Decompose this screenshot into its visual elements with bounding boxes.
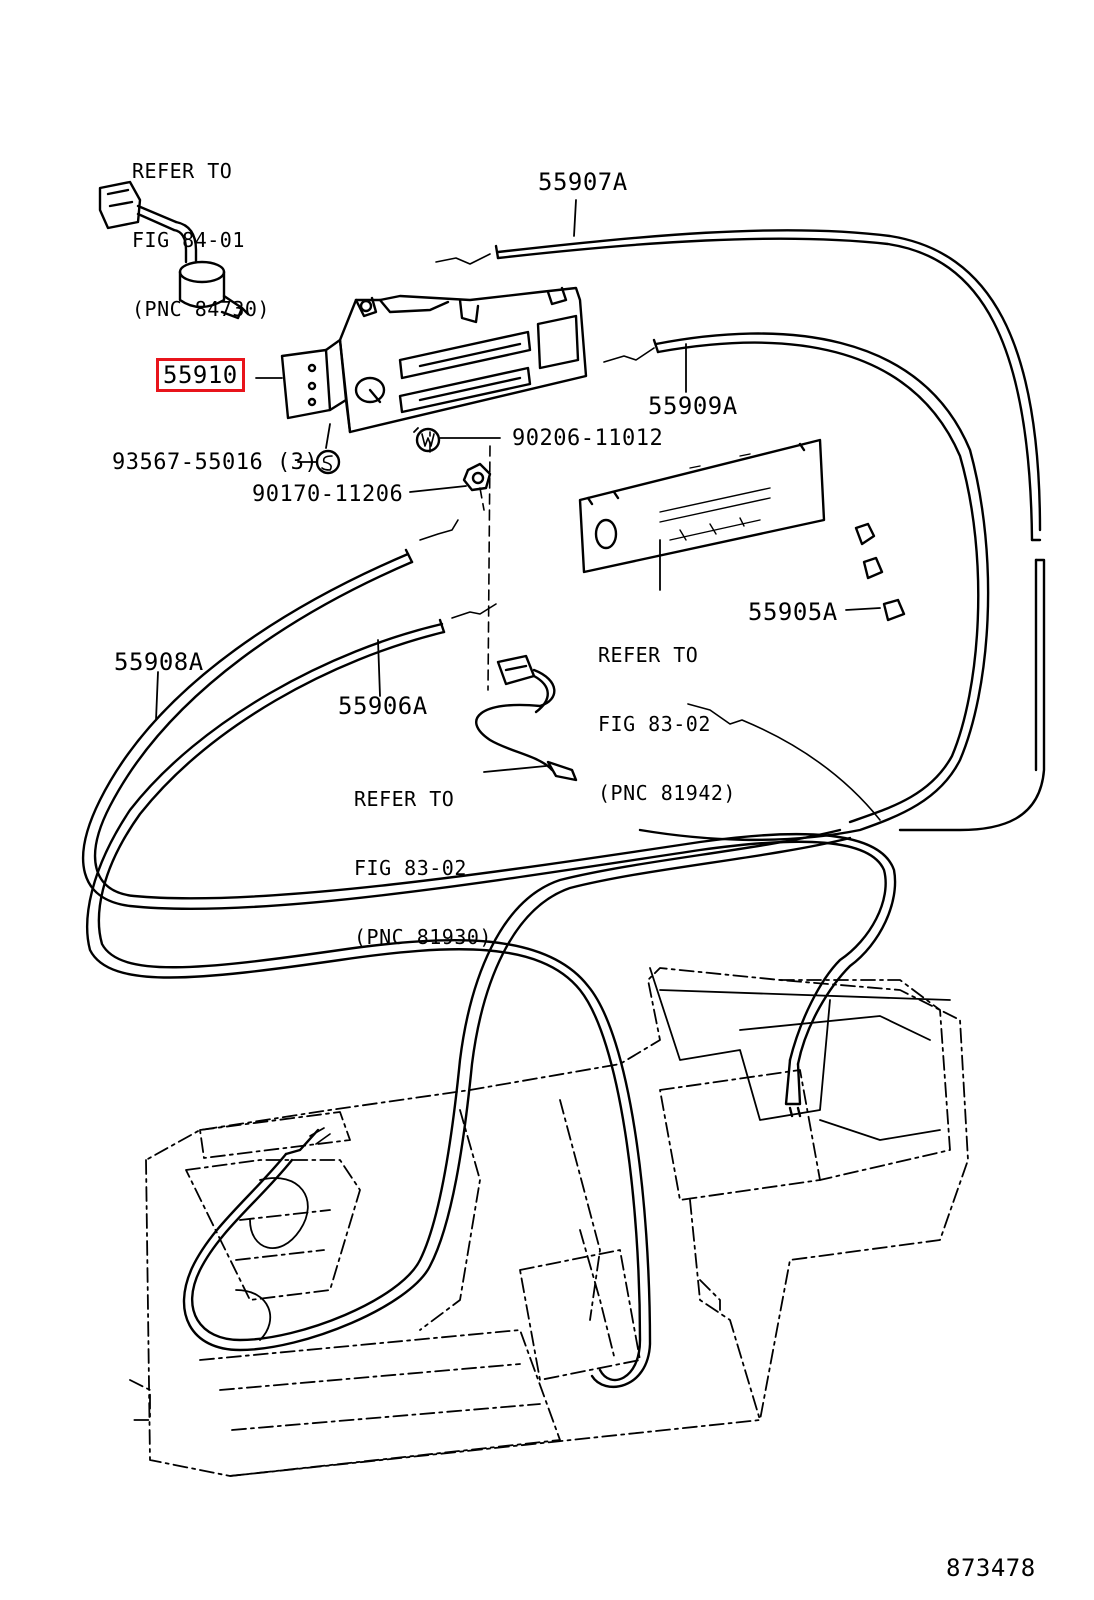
ref-line-2: FIG 84-01	[132, 228, 245, 252]
heater-control-assembly	[280, 286, 588, 434]
ref-line-1: REFER TO	[132, 159, 233, 183]
temperature-sensor	[475, 654, 578, 782]
nut-90170	[462, 462, 492, 492]
ref-line-3: (PNC 81942)	[598, 781, 736, 805]
ref-line-3: (PNC 84730)	[132, 297, 270, 321]
ref-fig-83-02-pnc-81942: REFER TO FIG 83-02 (PNC 81942)	[598, 598, 736, 828]
part-55908a[interactable]: 55908A	[114, 648, 204, 676]
vacuum-valve	[98, 180, 250, 320]
screw-90206	[415, 427, 441, 453]
part-93567-55016[interactable]: 93567-55016 (3)	[112, 450, 319, 475]
cable-55908a	[81, 519, 897, 1118]
ref-line-1: REFER TO	[354, 787, 455, 811]
cable-lower-loop	[182, 703, 881, 1352]
part-55907a[interactable]: 55907A	[538, 168, 628, 196]
ref-line-2: FIG 83-02	[598, 712, 711, 736]
cable-55906a	[86, 603, 652, 1389]
part-55909a[interactable]: 55909A	[648, 392, 738, 420]
cable-55907a	[435, 229, 1046, 832]
ref-fig-84-01: REFER TO FIG 84-01 (PNC 84730)	[132, 114, 270, 344]
illustration-number: 873478	[946, 1554, 1036, 1582]
part-90206-11012[interactable]: 90206-11012	[512, 426, 664, 451]
heater-unit	[129, 967, 969, 1477]
ref-line-3: (PNC 81930)	[354, 925, 492, 949]
screw-93567	[315, 449, 341, 475]
knob-55905a	[854, 522, 906, 622]
part-55905a[interactable]: 55905A	[748, 598, 838, 626]
ref-line-1: REFER TO	[598, 643, 699, 667]
control-panel-faceplate	[578, 438, 826, 574]
ref-line-2: FIG 83-02	[354, 856, 467, 880]
part-55910-highlighted[interactable]: 55910	[156, 358, 245, 392]
part-55906a[interactable]: 55906A	[338, 692, 428, 720]
part-90170-11206[interactable]: 90170-11206	[252, 482, 404, 507]
ref-fig-83-02-pnc-81930: REFER TO FIG 83-02 (PNC 81930)	[354, 742, 492, 972]
